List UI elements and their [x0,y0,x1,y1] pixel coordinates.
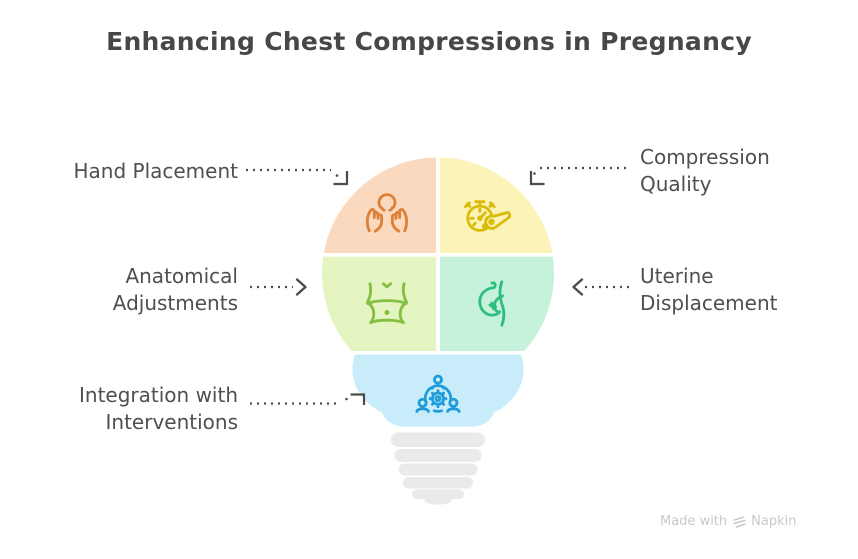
callout-anatomical-adjustments-line1: Anatomical [125,264,238,288]
callout-integration-line1: Integration with [79,383,238,407]
callout-hand-placement: Hand Placement [73,158,238,185]
connector-uterine-displacement [572,278,629,296]
callout-compression-quality: Compression Quality [640,144,770,198]
callout-compression-quality-line2: Quality [640,172,712,196]
torso-abdomen-icon [365,282,409,325]
callout-uterine-displacement: Uterine Displacement [640,263,778,317]
callout-uterine-displacement-line2: Displacement [640,291,778,315]
connector-hand-placement [246,168,349,186]
stopwatch-whistle-icon [464,200,512,232]
elbow-corner [529,171,545,186]
elbow-corner [333,171,349,186]
watermark-prefix: Made with [660,514,728,529]
connector-compression-quality [529,166,626,186]
page-title: Enhancing Chest Compressions in Pregnanc… [106,27,752,56]
arrow-right-icon [295,278,307,296]
elbow-corner [350,393,366,405]
bulb-screw-base [391,432,485,505]
pregnant-profile-icon [478,280,506,327]
callout-anatomical-adjustments-line2: Adjustments [112,291,238,315]
arrow-left-icon [572,278,584,296]
watermark: Made with Napkin [660,514,796,529]
connector-integration-with-interventions [250,393,366,405]
napkin-logo-icon [733,515,746,528]
callout-anatomical-adjustments: Anatomical Adjustments [113,263,238,317]
callout-compression-quality-line1: Compression [640,145,770,169]
connector-anatomical-adjustments [250,278,307,296]
team-around-gear-icon [415,374,461,413]
watermark-brand: Napkin [751,514,797,529]
segment-compression-quality [440,157,553,253]
segment-uterine-displacement [440,256,555,351]
segment-anatomical-adjustments [321,256,436,351]
callout-integration-with-interventions: Integration with Interventions [79,382,238,436]
callout-hand-placement-line1: Hand Placement [73,159,238,183]
callout-uterine-displacement-line1: Uterine [640,264,714,288]
callout-integration-line2: Interventions [105,410,239,434]
hands-cupping-head-icon [365,193,409,233]
